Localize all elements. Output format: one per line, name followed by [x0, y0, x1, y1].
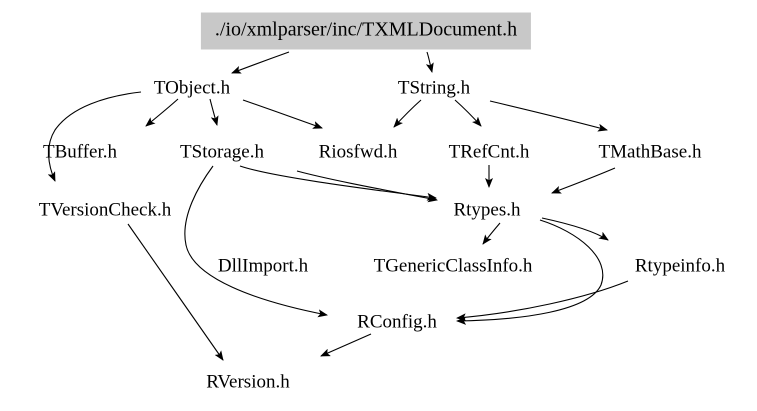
node-tgenericclassinfo[interactable]: TGenericClassInfo.h [373, 255, 533, 277]
node-rtypeinfo[interactable]: Rtypeinfo.h [634, 255, 726, 277]
edge-tmathbase-rtypes [551, 167, 616, 194]
edge-rtypes-tgenericclassinfo [482, 222, 501, 245]
node-dllimport[interactable]: DllImport.h [217, 255, 309, 277]
edge-tstorage-rconfig [184, 165, 328, 318]
node-tversioncheck[interactable]: TVersionCheck.h [38, 199, 172, 221]
edge-tversioncheck-rversion [127, 223, 224, 361]
edge-tstorage-rtypes [239, 165, 437, 201]
node-tbuffer[interactable]: TBuffer.h [42, 141, 118, 163]
node-rversion[interactable]: RVersion.h [206, 371, 290, 393]
edge-rtypes-rconfig [456, 219, 604, 325]
node-tstorage[interactable]: TStorage.h [180, 141, 264, 163]
edge-root-tstring [425, 51, 434, 73]
node-tmathbase[interactable]: TMathBase.h [598, 141, 702, 163]
edge-tobject-tbuffer [145, 98, 179, 127]
edge-tstring-tmathbase [489, 100, 608, 132]
node-rconfig[interactable]: RConfig.h [357, 311, 437, 333]
edge-root-tobject [231, 51, 290, 74]
edge-tstring-riosfwd [393, 99, 422, 128]
edge-tobject-riosfwd [242, 99, 323, 129]
edge-rconfig-rversion [320, 333, 372, 357]
node-riosfwd[interactable]: Riosfwd.h [318, 141, 398, 163]
edge-rtypeinfo-rconfig [456, 280, 629, 322]
node-root[interactable]: ./io/xmlparser/inc/TXMLDocument.h [200, 12, 532, 50]
edge-tstring-trefcnt [454, 99, 482, 127]
edge-tobject-tversioncheck [47, 91, 142, 182]
node-trefcnt[interactable]: TRefCnt.h [448, 141, 530, 163]
node-tstring[interactable]: TString.h [397, 77, 471, 99]
node-tobject[interactable]: TObject.h [153, 77, 231, 99]
edge-rtypes-rtypeinfo [541, 217, 609, 241]
edge-tobject-tstorage [209, 98, 219, 126]
edge-riosfwd-rtypes [296, 170, 438, 203]
node-rtypes[interactable]: Rtypes.h [453, 199, 521, 221]
